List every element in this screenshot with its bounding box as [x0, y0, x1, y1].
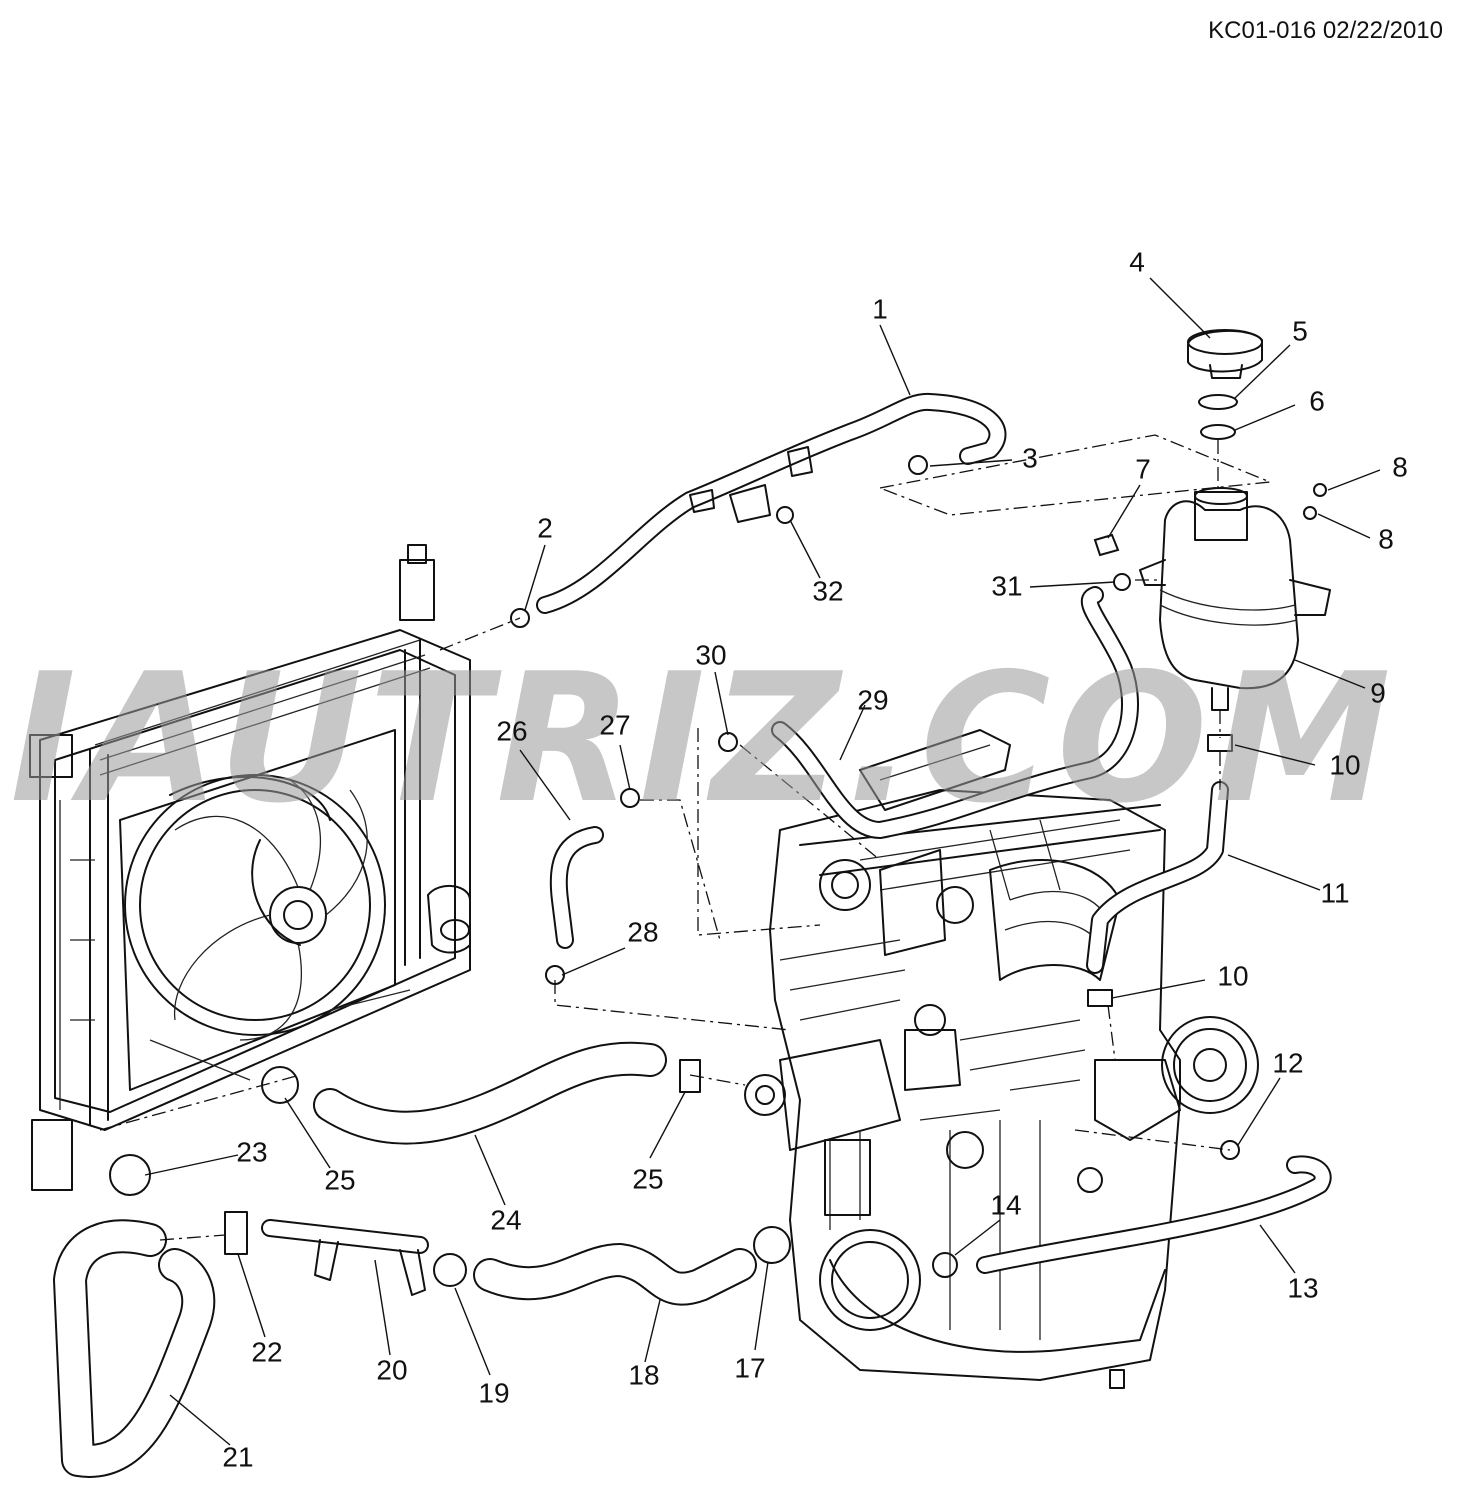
leader-lines [144, 277, 1381, 1446]
radiator-fan-assembly [29, 544, 471, 1191]
hoses [53, 392, 1332, 1478]
callout-12: 12 [1272, 1047, 1303, 1078]
callout-19: 19 [478, 1377, 509, 1408]
callout-26: 26 [496, 715, 527, 746]
callout-17: 17 [734, 1352, 765, 1383]
callout-22: 22 [251, 1336, 282, 1367]
callout-5: 5 [1292, 315, 1308, 346]
engine-block [744, 729, 1259, 1389]
callout-13: 13 [1287, 1272, 1318, 1303]
callout-8a: 8 [1392, 451, 1408, 482]
reference-lines [99, 434, 1271, 1241]
watermark: IAUTRIZ.COM [10, 635, 1397, 842]
callout-18: 18 [628, 1359, 659, 1390]
callout-8b: 8 [1378, 523, 1394, 554]
callout-7: 7 [1135, 453, 1151, 484]
callout-10a: 10 [1329, 749, 1360, 780]
callout-9: 9 [1370, 677, 1386, 708]
callout-25a: 25 [324, 1164, 355, 1195]
callout-4: 4 [1129, 246, 1145, 277]
callout-14: 14 [990, 1189, 1021, 1220]
callout-24: 24 [490, 1204, 521, 1235]
callout-10b: 10 [1217, 960, 1248, 991]
callout-20: 20 [376, 1354, 407, 1385]
callout-29: 29 [857, 684, 888, 715]
callout-31: 31 [991, 570, 1022, 601]
small-parts [109, 329, 1331, 1287]
callout-6: 6 [1309, 385, 1325, 416]
callout-25b: 25 [632, 1163, 663, 1194]
callout-32: 32 [812, 575, 843, 606]
callout-11: 11 [1320, 877, 1349, 908]
callout-28: 28 [627, 916, 658, 947]
callout-23: 23 [236, 1136, 267, 1167]
callout-1: 1 [872, 293, 888, 324]
callout-2: 2 [537, 512, 553, 543]
callout-21: 21 [222, 1441, 253, 1472]
document-id: KC01-016 02/22/2010 [1208, 17, 1443, 44]
callout-27: 27 [599, 709, 630, 740]
callout-labels: 1 2 3 4 5 6 7 8 8 9 10 10 11 12 13 14 17… [222, 246, 1407, 1472]
callout-3: 3 [1022, 442, 1038, 473]
callout-30: 30 [695, 639, 726, 670]
